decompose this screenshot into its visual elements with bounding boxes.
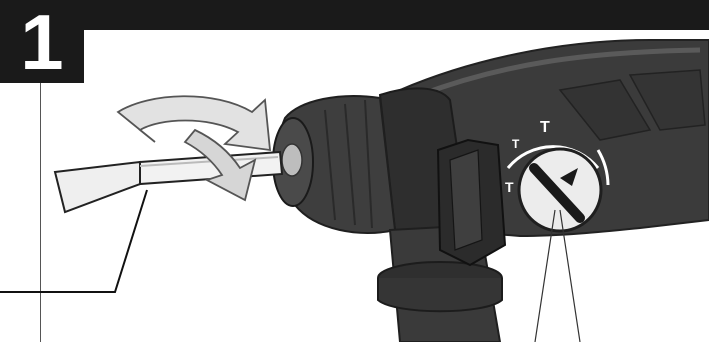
dial-mark-left: T — [505, 179, 514, 195]
dial-mark-small: T — [512, 137, 520, 151]
dial-mark-top: T — [540, 119, 550, 136]
mode-selector-dial-icon[interactable] — [519, 149, 601, 231]
drill-icon — [273, 40, 709, 342]
